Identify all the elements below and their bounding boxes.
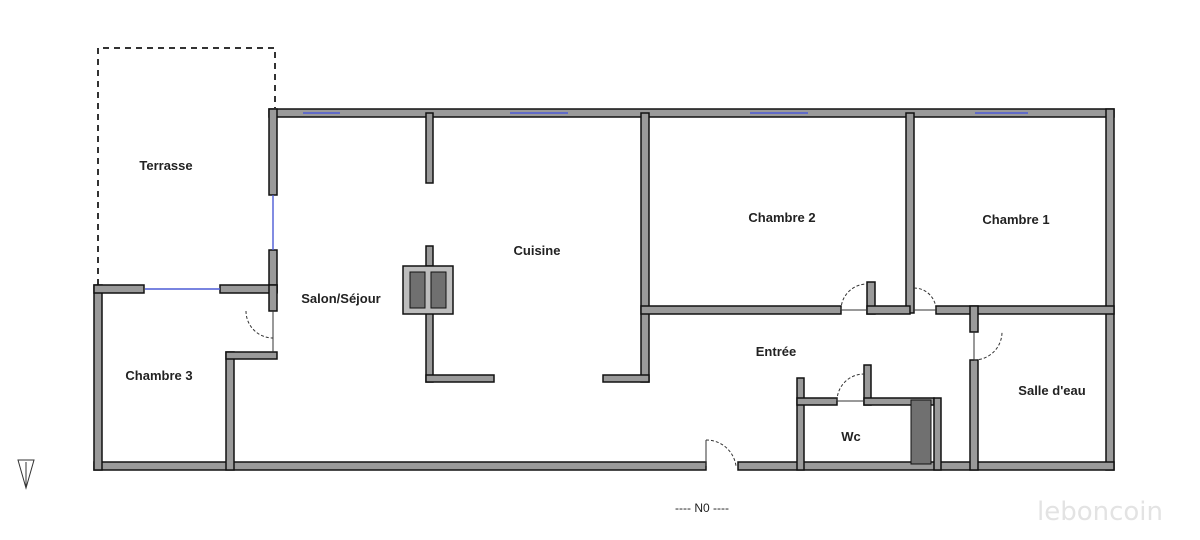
label-entree: Entrée bbox=[756, 344, 796, 359]
label-chambre-1: Chambre 1 bbox=[982, 212, 1049, 227]
wc-cupboard bbox=[910, 399, 932, 465]
terrasse-outline bbox=[97, 47, 276, 285]
label-salon-sejour: Salon/Séjour bbox=[301, 291, 380, 306]
label-chambre-3: Chambre 3 bbox=[125, 368, 192, 383]
orientation-label: ---- N0 ---- bbox=[675, 501, 729, 515]
doors bbox=[245, 283, 1003, 467]
walls bbox=[93, 108, 1115, 471]
label-wc: Wc bbox=[841, 429, 861, 444]
windows bbox=[145, 112, 1028, 290]
chimney-flue-right bbox=[430, 271, 447, 309]
chimney-flue-left bbox=[409, 271, 426, 309]
label-terrasse: Terrasse bbox=[139, 158, 192, 173]
north-arrow-icon bbox=[17, 459, 35, 490]
room-labels: Terrasse Cuisine Chambre 2 Chambre 1 Sal… bbox=[125, 158, 1085, 444]
watermark: leboncoin bbox=[1037, 497, 1163, 527]
label-salle-deau: Salle d'eau bbox=[1018, 383, 1085, 398]
fixtures bbox=[402, 265, 932, 465]
label-cuisine: Cuisine bbox=[514, 243, 561, 258]
label-chambre-2: Chambre 2 bbox=[748, 210, 815, 225]
